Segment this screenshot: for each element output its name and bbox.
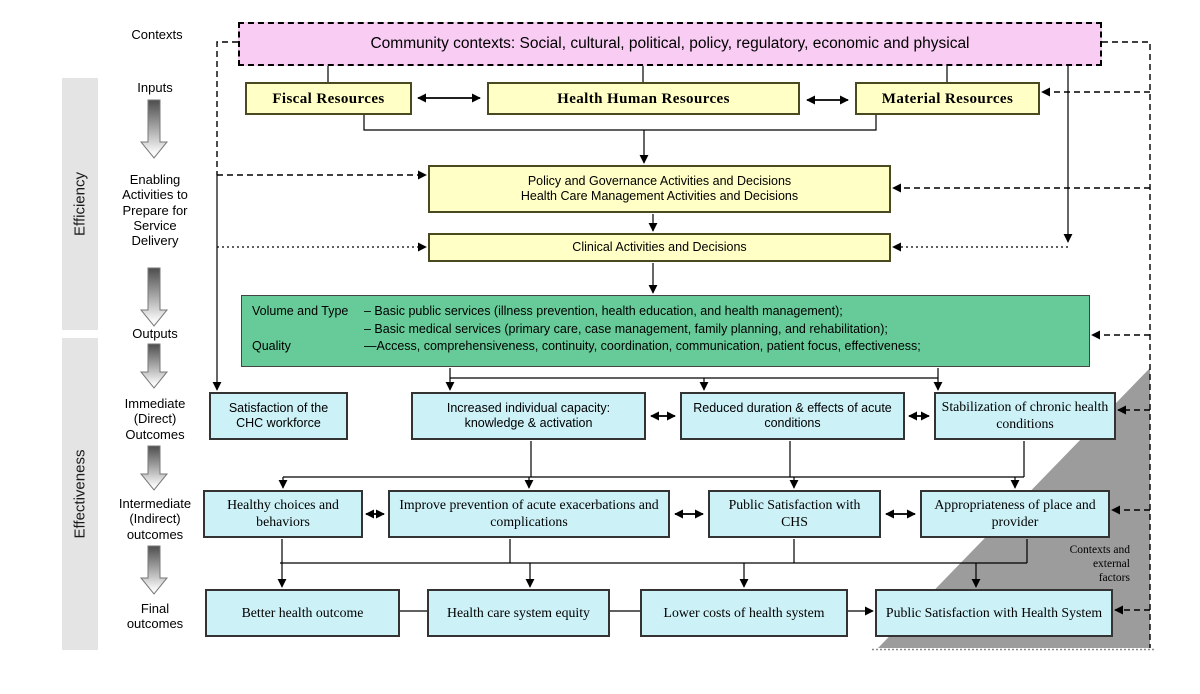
community-contexts-banner: Community contexts: Social, cultural, po… — [238, 22, 1102, 66]
stage-label-intermediate-outcomes: Intermediate (Indirect) outcomes — [118, 496, 192, 542]
immediate-outcome-box-acute-conditions: Reduced duration & effects of acute cond… — [680, 392, 905, 440]
output-row-text: – Basic public services (illness prevent… — [364, 304, 843, 318]
final-outcome-box-better-health: Better health outcome — [205, 589, 400, 637]
health-care-management-line: Health Care Management Activities and De… — [520, 189, 799, 203]
policy-governance-box: Policy and Governance Activities and Dec… — [428, 165, 891, 213]
contexts-external-factors-label: Contexts and external factors — [1069, 544, 1130, 584]
block-arrow-immediate — [139, 445, 169, 491]
outputs-volume-quality-box: Volume and Type – Basic public services … — [241, 295, 1090, 367]
block-arrow-outputs — [139, 343, 169, 389]
immediate-outcome-box-chc-workforce: Satisfaction of the CHC workforce — [209, 392, 348, 440]
output-row-text: – Basic medical services (primary care, … — [364, 321, 888, 336]
output-row-text: —Access, comprehensiveness, continuity, … — [364, 339, 921, 353]
output-row-label — [252, 321, 364, 339]
solid-connectors — [212, 66, 1073, 616]
stage-label-final-outcomes: Final outcomes — [126, 601, 184, 632]
block-arrow-intermediate — [139, 545, 169, 595]
final-outcome-box-public-satisfaction: Public Satisfaction with Health System — [875, 589, 1113, 637]
clinical-activities-box: Clinical Activities and Decisions — [428, 233, 891, 262]
stage-label-enabling-activities: Enabling Activities to Prepare for Servi… — [122, 172, 188, 249]
dashed-context-lines — [216, 41, 1151, 648]
block-arrow-enabling — [139, 267, 169, 327]
immediate-outcome-box-chronic-conditions: Stabilization of chronic health conditio… — [934, 392, 1116, 440]
output-row-label: Quality — [252, 339, 291, 353]
output-row: Volume and Type – Basic public services … — [252, 303, 1081, 321]
final-outcome-box-lower-costs: Lower costs of health system — [640, 589, 848, 637]
block-arrow-inputs — [139, 99, 169, 159]
stage-label-contexts: Contexts — [131, 27, 183, 42]
efficiency-bar: Efficiency — [62, 78, 98, 330]
material-resources-box: Material Resources — [855, 82, 1040, 115]
policy-governance-line: Policy and Governance Activities and Dec… — [527, 174, 792, 188]
stage-label-outputs: Outputs — [132, 326, 178, 341]
output-row: Quality —Access, comprehensiveness, cont… — [252, 338, 1081, 356]
intermediate-outcome-box-healthy-choices: Healthy choices and behaviors — [203, 490, 363, 538]
final-outcome-box-equity: Health care system equity — [427, 589, 610, 637]
intermediate-outcome-box-satisfaction-chs: Public Satisfaction with CHS — [708, 490, 881, 538]
health-human-resources-box: Health Human Resources — [487, 82, 800, 115]
fiscal-resources-box: Fiscal Resources — [245, 82, 412, 115]
output-row: – Basic medical services (primary care, … — [252, 321, 1081, 339]
stage-label-inputs: Inputs — [137, 80, 173, 95]
intermediate-outcome-box-appropriateness: Appropriateness of place and provider — [920, 490, 1110, 538]
stage-label-immediate-outcomes: Immediate (Direct) Outcomes — [124, 396, 186, 442]
stage-flow-arrows — [139, 99, 169, 595]
intermediate-outcome-box-prevention: Improve prevention of acute exacerbation… — [388, 490, 670, 538]
effectiveness-bar: Effectiveness — [62, 338, 98, 650]
output-row-label: Volume and Type — [252, 304, 349, 318]
immediate-outcome-box-individual-capacity: Increased individual capacity: knowledge… — [411, 392, 646, 440]
